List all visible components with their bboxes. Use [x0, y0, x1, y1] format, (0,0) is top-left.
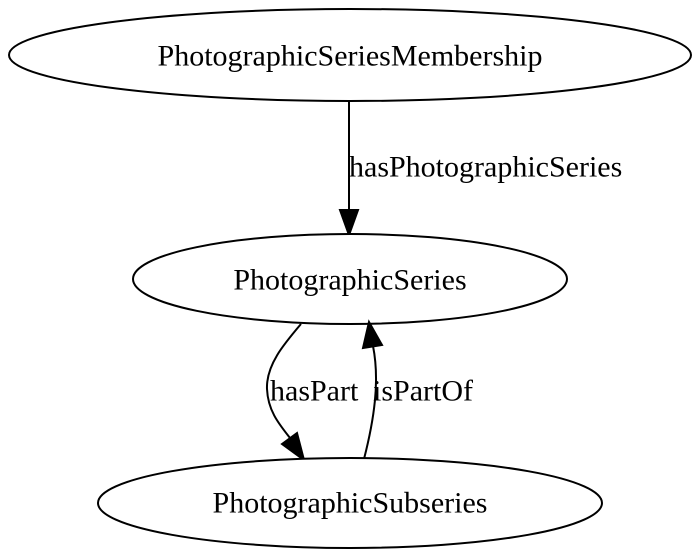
edge-label: hasPhotographicSeries [349, 151, 622, 184]
node-ellipse [132, 233, 568, 325]
node-label: PhotographicSeries [233, 264, 466, 297]
arrowhead [338, 209, 360, 238]
node-ellipse [97, 457, 603, 549]
edge-label: isPartOf [373, 375, 473, 408]
node-photographic-series-membership[interactable]: PhotographicSeriesMembership [8, 8, 692, 102]
edge-label: hasPart [270, 375, 359, 408]
edge-is-part-of: isPartOf [361, 319, 473, 460]
arrowhead [361, 319, 384, 350]
node-photographic-series[interactable]: PhotographicSeries [132, 233, 568, 325]
edge-line [363, 345, 378, 460]
node-label: PhotographicSubseries [213, 487, 488, 520]
node-photographic-subseries[interactable]: PhotographicSubseries [97, 457, 603, 549]
edge-has-photographic-series: hasPhotographicSeries [338, 101, 622, 238]
edge-line [265, 323, 302, 439]
node-label: PhotographicSeriesMembership [158, 40, 543, 73]
arrowhead [280, 431, 306, 463]
edge-has-part: hasPart [265, 323, 359, 463]
